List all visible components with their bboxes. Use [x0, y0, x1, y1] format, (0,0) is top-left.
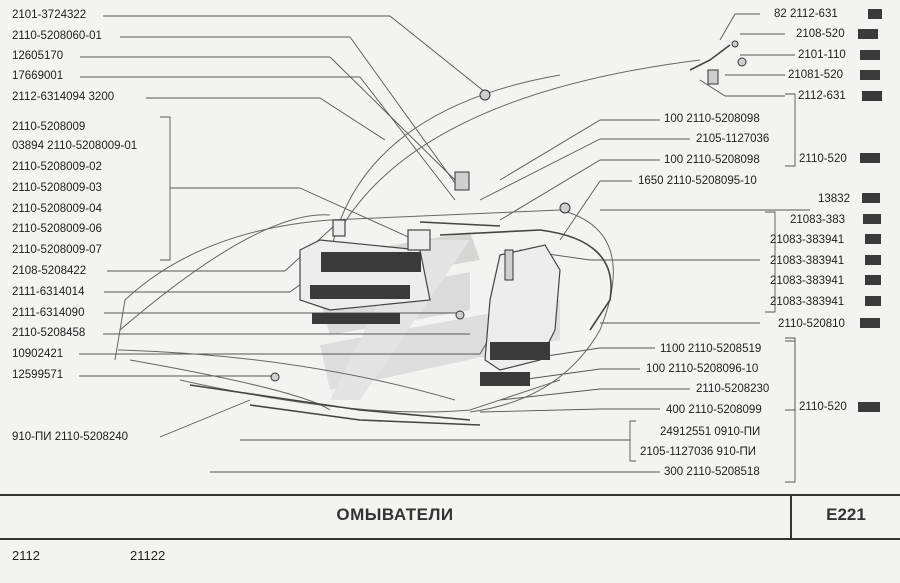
part-label: 21081-520: [788, 69, 843, 81]
part-label: 1650 2110-5208095-10: [638, 175, 757, 187]
part-label: 21083-383941: [770, 275, 845, 287]
part-label: 2110-5208009-04: [12, 203, 102, 215]
part-label: 82 2112-631: [774, 8, 838, 20]
washer-hoses: [189, 44, 731, 426]
part-label: 2112-6314094 3200: [12, 91, 115, 103]
part-label: 1100 2110-5208519: [660, 343, 762, 355]
page-code: Е221: [826, 505, 866, 524]
part-label: 2110-5208009-07: [12, 244, 102, 256]
title-divider: [790, 494, 792, 538]
part-label: 21083-383941: [770, 234, 845, 246]
part-label: 400 2110-5208099: [666, 404, 762, 416]
washer-system-diagram: [79, 9, 882, 483]
part-label: 17669001: [12, 70, 64, 82]
section-title: ОМЫВАТЕЛИ: [336, 505, 454, 524]
part-label: 03894 2110-5208009-01: [12, 140, 138, 152]
part-label: 21083-383: [790, 214, 845, 226]
small-parts: [270, 40, 747, 382]
model-number: 2112: [12, 548, 40, 563]
part-label: 2110-5208060-01: [12, 30, 102, 42]
part-label: 2110-5208009-06: [12, 223, 102, 235]
redaction-marks: [310, 9, 882, 412]
part-label: 12599571: [12, 369, 64, 381]
part-label: 21083-383941: [770, 296, 845, 308]
part-label: 13832: [818, 193, 850, 205]
model-number: 21122: [130, 548, 166, 563]
part-label: 2101-110: [798, 49, 846, 61]
part-label: 2111-6314090: [12, 307, 85, 319]
part-label: 100 2110-5208098: [664, 154, 760, 166]
part-label: 2111-6314014: [12, 286, 85, 298]
part-label: 21083-383941: [770, 255, 845, 267]
part-label: 2105-1127036: [696, 133, 770, 145]
part-label: 2108-5208422: [12, 265, 87, 277]
group-label: 2110-520: [799, 153, 847, 165]
part-label: 2110-520810: [778, 318, 845, 330]
part-label: 2101-3724322: [12, 9, 87, 21]
part-label: 12605170: [12, 50, 64, 62]
part-label: 910-ПИ 2110-5208240: [12, 431, 129, 443]
part-label: 100 2110-5208096-10: [646, 363, 759, 375]
part-label: 2110-5208230: [696, 383, 770, 395]
part-label: 2108-520: [796, 28, 845, 40]
part-label: 300 2110-5208518: [664, 466, 760, 478]
part-label: 2110-5208458: [12, 327, 86, 339]
part-label: 2112-631: [798, 90, 846, 102]
part-label: 24912551 0910-ПИ: [660, 426, 761, 438]
part-label: 2105-1127036 910-ПИ: [640, 446, 757, 458]
group-label: 2110-520: [799, 401, 847, 413]
part-label: 10902421: [12, 348, 64, 360]
part-label: 2110-5208009: [12, 121, 86, 133]
title-bar: [0, 494, 900, 540]
part-label: 2110-5208009-03: [12, 182, 102, 194]
part-label: 2110-5208009-02: [12, 161, 102, 173]
part-label: 100 2110-5208098: [664, 113, 760, 125]
